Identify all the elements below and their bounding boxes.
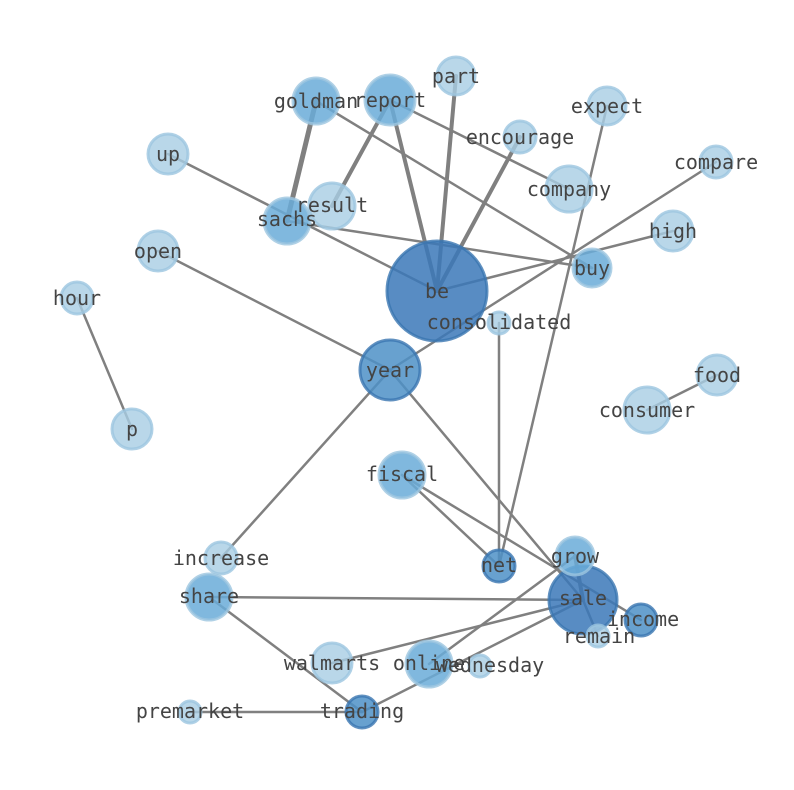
node-label-net: net <box>481 553 517 577</box>
node-year <box>358 338 422 402</box>
node-label-premarket: premarket <box>136 699 244 723</box>
node-compare <box>698 144 734 180</box>
node-label-high: high <box>649 219 697 243</box>
node-label-sale: sale <box>559 586 607 610</box>
edge-hour-p <box>75 296 134 431</box>
edge-grow-online <box>427 554 577 666</box>
edge-layer <box>75 74 719 714</box>
node-label-company: company <box>527 177 611 201</box>
node-label-increase: increase <box>173 546 269 570</box>
edge-report-company <box>388 98 571 191</box>
node-buy <box>571 247 613 289</box>
node-wednesday <box>467 653 493 679</box>
node-label-online: online <box>393 651 465 675</box>
node-label-income: income <box>607 607 679 631</box>
node-food <box>695 353 739 397</box>
node-label-expect: expect <box>571 94 643 118</box>
node-label-trading: trading <box>320 699 404 723</box>
node-trading <box>344 694 380 730</box>
node-label-up: up <box>156 142 180 166</box>
node-sachs <box>262 196 312 246</box>
node-high <box>651 209 695 253</box>
node-fiscal <box>377 450 427 500</box>
node-label-hour: hour <box>53 286 101 310</box>
node-label-walmarts: walmarts <box>284 651 380 675</box>
node-label-result: result <box>296 193 368 217</box>
node-walmarts <box>310 641 354 685</box>
edge-sale-walmarts <box>330 598 585 665</box>
edge-year-increase <box>219 368 392 560</box>
node-label-be: be <box>425 279 449 303</box>
node-report <box>363 73 417 127</box>
node-increase <box>203 540 239 576</box>
edge-goldman-buy <box>314 99 594 270</box>
edge-share-sale <box>207 595 585 602</box>
node-label-report: report <box>354 88 426 112</box>
node-income <box>623 602 659 638</box>
node-company <box>544 164 594 214</box>
node-encourage <box>502 119 538 155</box>
node-label-grow: grow <box>551 544 600 568</box>
node-label-consolidated: consolidated <box>427 310 572 334</box>
node-expect <box>586 85 628 127</box>
node-online <box>404 639 454 689</box>
node-grow <box>554 535 596 577</box>
node-label-open: open <box>134 239 182 263</box>
edge-share-trading <box>207 595 364 714</box>
node-label-goldman: goldman <box>274 89 358 113</box>
node-label-sachs: sachs <box>257 207 317 231</box>
node-label-remain: remain <box>563 624 635 648</box>
node-goldman <box>291 76 341 126</box>
node-label-consumer: consumer <box>599 398 695 422</box>
node-result <box>307 181 357 231</box>
node-up <box>146 132 190 176</box>
node-net <box>481 548 517 584</box>
node-label-share: share <box>179 584 239 608</box>
node-label-wednesday: wednesday <box>436 653 544 677</box>
node-part <box>435 55 477 97</box>
node-remain <box>585 623 611 649</box>
edge-year-sale <box>388 368 585 602</box>
node-label-fiscal: fiscal <box>366 462 438 486</box>
node-label-buy: buy <box>574 256 610 280</box>
node-share <box>184 572 234 622</box>
edge-open-year <box>156 249 392 372</box>
node-label-encourage: encourage <box>466 125 574 149</box>
node-label-p: p <box>126 417 138 441</box>
node-layer <box>59 55 739 730</box>
node-be <box>385 239 489 343</box>
node-consolidated <box>486 310 512 336</box>
node-label-part: part <box>432 64 480 88</box>
node-hour <box>59 280 95 316</box>
node-label-year: year <box>366 358 414 382</box>
node-consumer <box>622 385 672 435</box>
node-open <box>136 229 180 273</box>
node-premarket <box>177 699 203 725</box>
node-label-food: food <box>693 363 741 387</box>
node-p <box>110 407 154 451</box>
node-label-compare: compare <box>674 150 758 174</box>
